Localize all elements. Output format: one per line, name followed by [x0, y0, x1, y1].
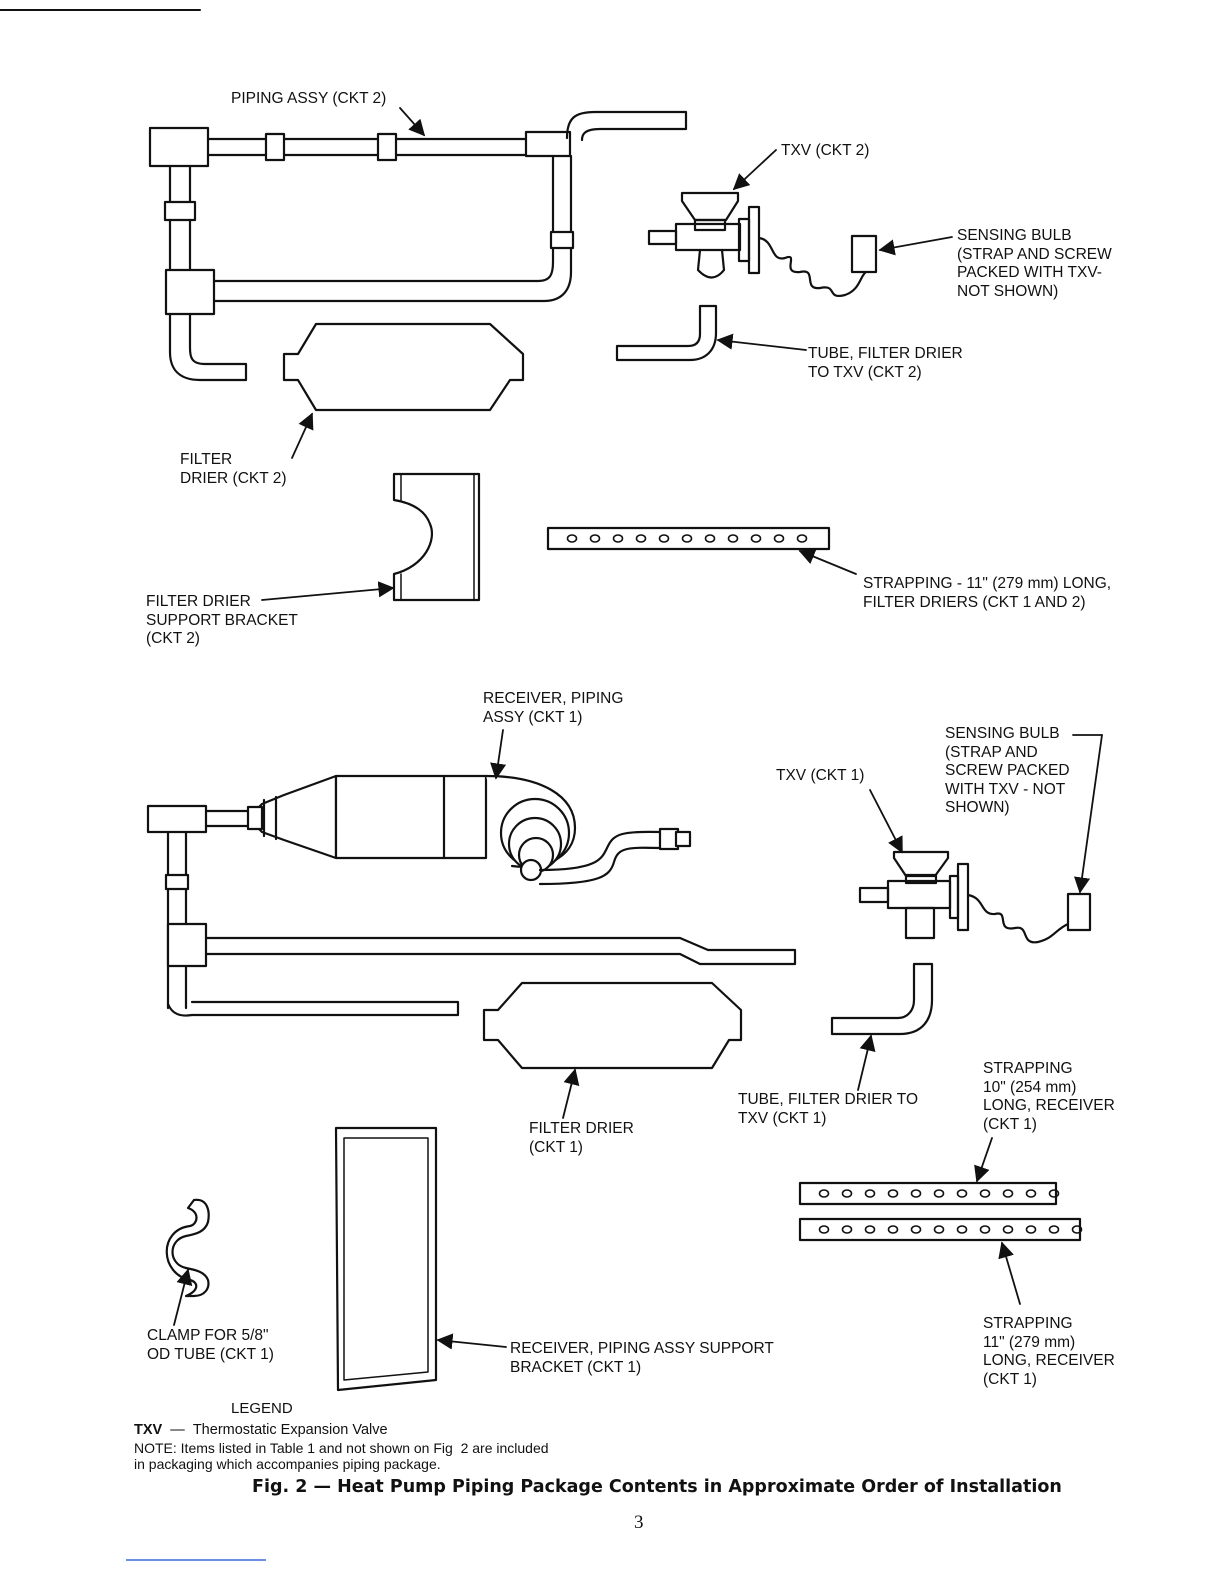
strap-hole — [773, 534, 785, 543]
label-strapping-filter-driers: STRAPPING - 11" (279 mm) LONG, FILTER DR… — [863, 575, 1112, 611]
strap-hole — [1002, 1189, 1014, 1198]
strap-hole — [566, 534, 578, 543]
legend-title: LEGEND — [231, 1400, 293, 1417]
strap-hole — [635, 534, 647, 543]
strap-hole — [841, 1189, 853, 1198]
strap-hole — [910, 1189, 922, 1198]
strapping-10-receiver — [798, 1181, 1058, 1206]
label-tube-filter-drier-ckt1: TUBE, FILTER DRIER TO TXV (CKT 1) — [738, 1091, 918, 1127]
label-filter-drier-ckt1: FILTER DRIER (CKT 1) — [529, 1120, 634, 1156]
label-piping-assy-ckt2: PIPING ASSY (CKT 2) — [231, 90, 387, 107]
label-txv-ckt2: TXV (CKT 2) — [781, 142, 870, 159]
strap-hole — [933, 1189, 945, 1198]
label-filter-drier-ckt2: FILTER DRIER (CKT 2) — [180, 451, 287, 487]
strap-hole — [681, 534, 693, 543]
legend-meaning: Thermostatic Expansion Valve — [192, 1422, 388, 1438]
strap-hole — [704, 534, 716, 543]
strap-hole — [979, 1225, 991, 1234]
filter-drier-ckt2 — [282, 322, 525, 412]
strap-hole — [1048, 1189, 1060, 1198]
legend-note: NOTE: Items listed in Table 1 and not sh… — [134, 1440, 549, 1472]
strap-hole — [612, 534, 624, 543]
strapping-holes — [566, 534, 1083, 1234]
strap-hole — [1071, 1225, 1083, 1234]
strap-hole — [956, 1225, 968, 1234]
label-txv-ckt1: TXV (CKT 1) — [776, 767, 865, 784]
strap-hole — [910, 1225, 922, 1234]
page-number: 3 — [634, 1512, 644, 1533]
strap-hole — [1025, 1189, 1037, 1198]
legend-abbr: TXV — [134, 1422, 163, 1438]
label-receiver-piping-assy-ckt1: RECEIVER, PIPING ASSY (CKT 1) — [483, 690, 624, 726]
filter-drier-bracket-ckt2 — [392, 472, 481, 602]
strap-hole — [818, 1225, 830, 1234]
strap-hole — [1025, 1225, 1037, 1234]
strap-hole — [887, 1189, 899, 1198]
receiver-piping-assembly-ckt1 — [146, 774, 797, 1017]
strap-hole — [887, 1225, 899, 1234]
strap-hole — [727, 534, 739, 543]
label-sensing-bulb-ckt2: SENSING BULB (STRAP AND SCREW PACKED WIT… — [957, 227, 1112, 300]
txv-ckt2 — [647, 191, 878, 298]
leader-lines — [173, 107, 1103, 1350]
label-clamp-ckt1: CLAMP FOR 5/8" OD TUBE (CKT 1) — [147, 1327, 274, 1363]
strap-hole — [956, 1189, 968, 1198]
strap-hole — [818, 1189, 830, 1198]
strap-hole — [750, 534, 762, 543]
tube-filter-drier-ckt1 — [830, 962, 934, 1036]
strap-hole — [1048, 1225, 1060, 1234]
strapping-filter-driers — [546, 526, 831, 551]
label-strapping-10-receiver: STRAPPING 10" (254 mm) LONG, RECEIVER (C… — [983, 1060, 1115, 1133]
strap-hole — [796, 534, 808, 543]
label-strapping-11-receiver: STRAPPING 11" (279 mm) LONG, RECEIVER (C… — [983, 1315, 1115, 1388]
strap-hole — [864, 1225, 876, 1234]
strap-hole — [933, 1225, 945, 1234]
tube-filter-drier-ckt2 — [615, 304, 718, 362]
strap-hole — [1002, 1225, 1014, 1234]
label-receiver-support-bracket: RECEIVER, PIPING ASSY SUPPORT BRACKET (C… — [510, 1340, 774, 1376]
label-sensing-bulb-ckt1: SENSING BULB (STRAP AND SCREW PACKED WIT… — [945, 725, 1070, 816]
receiver-support-bracket — [334, 1126, 438, 1392]
txv-ckt1 — [858, 850, 1092, 944]
strap-hole — [864, 1189, 876, 1198]
strap-hole — [979, 1189, 991, 1198]
strap-hole — [841, 1225, 853, 1234]
piping-assembly-ckt2 — [148, 110, 688, 382]
legend-row: TXV — Thermostatic Expansion Valve — [134, 1422, 388, 1438]
filter-drier-ckt1 — [482, 981, 743, 1070]
strap-hole — [658, 534, 670, 543]
label-tube-filter-drier-ckt2: TUBE, FILTER DRIER TO TXV (CKT 2) — [808, 345, 963, 381]
label-filter-drier-bracket-ckt2: FILTER DRIER SUPPORT BRACKET (CKT 2) — [146, 593, 298, 647]
strapping-11-receiver — [798, 1217, 1082, 1242]
figure-caption: Fig. 2 — Heat Pump Piping Package Conten… — [252, 1477, 1062, 1497]
legend-dash: — — [170, 1422, 185, 1438]
strap-hole — [589, 534, 601, 543]
clamp-ckt1 — [165, 1198, 210, 1298]
